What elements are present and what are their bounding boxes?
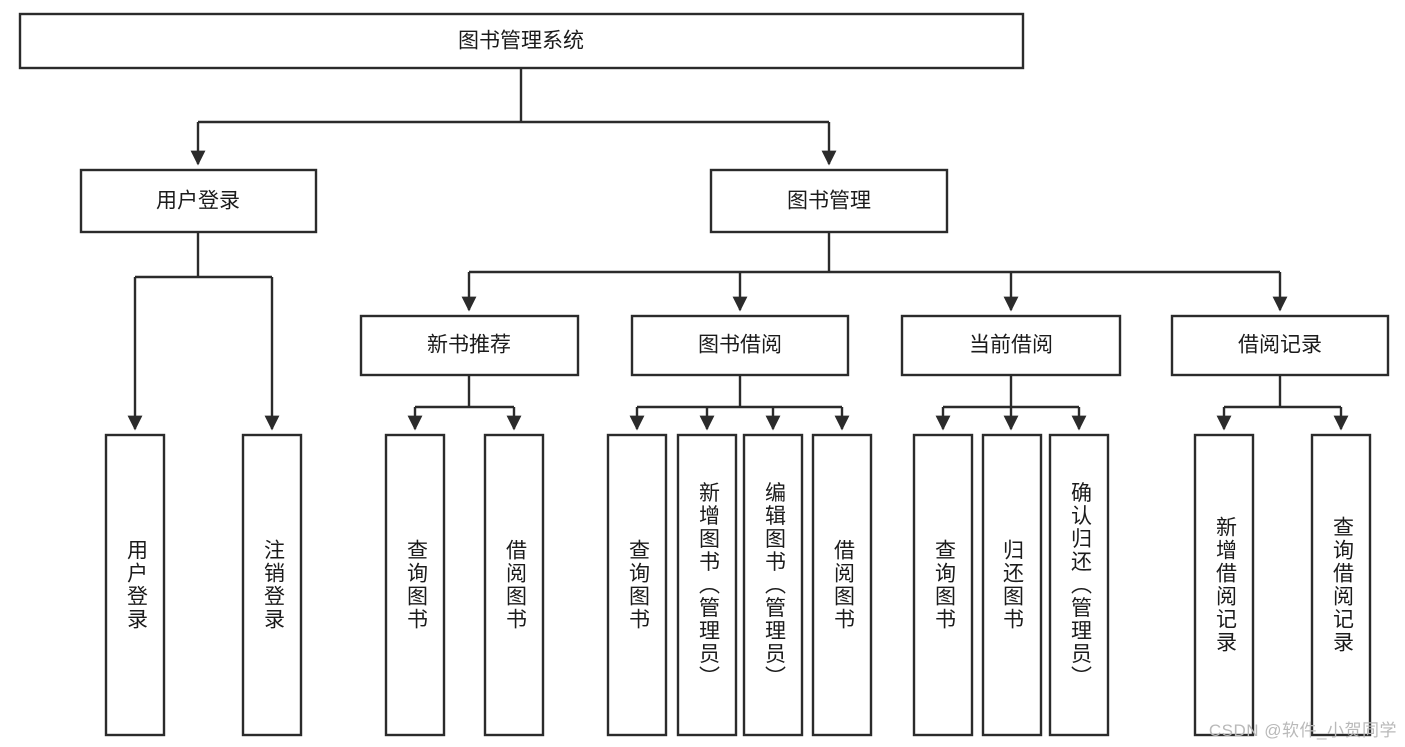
node-book-borrow-label: 图书借阅 (698, 334, 782, 357)
leaf-borrow-records-1[interactable]: 新增借阅记录 (1193, 433, 1255, 737)
leaf-user-login-1[interactable]: 用户登录 (104, 433, 166, 737)
leaf-book-borrow-1-label: 查询图书 (626, 539, 650, 631)
leaf-book-borrow-1-box[interactable] (606, 433, 668, 737)
leaf-current-borrow-2-box[interactable] (981, 433, 1043, 737)
leaf-user-login-2-box[interactable] (241, 433, 303, 737)
node-borrow-records-label: 借阅记录 (1238, 334, 1322, 357)
node-root-box[interactable] (18, 12, 1025, 70)
leaf-new-book-2[interactable]: 借阅图书 (483, 433, 545, 737)
leaf-current-borrow-3-label: 确认归还（管理员） (1068, 482, 1092, 689)
node-book-borrow[interactable]: 图书借阅 (630, 314, 850, 377)
leaf-book-borrow-3-label: 编辑图书（管理员） (762, 482, 786, 689)
leaf-borrow-records-2-box[interactable] (1310, 433, 1372, 737)
leaf-user-login-2-label: 注销登录 (261, 539, 285, 631)
leaf-new-book-1-label: 查询图书 (404, 539, 428, 631)
leaf-new-book-1[interactable]: 查询图书 (384, 433, 446, 737)
node-borrow-records[interactable]: 借阅记录 (1170, 314, 1390, 377)
connector-group-book-manage (461, 232, 1288, 312)
node-user-login-label: 用户登录 (156, 190, 240, 213)
leaf-current-borrow-1-box[interactable] (912, 433, 974, 737)
leaf-current-borrow-1-label: 查询图书 (932, 539, 956, 631)
leaf-current-borrow-3[interactable]: 确认归还（管理员） (1048, 433, 1110, 737)
connector-group-book-borrow (629, 375, 850, 431)
leaf-current-borrow-2[interactable]: 归还图书 (981, 433, 1043, 737)
leaf-borrow-records-1-box[interactable] (1193, 433, 1255, 737)
node-book-manage-label: 图书管理 (787, 190, 871, 213)
node-root[interactable]: 图书管理系统 (18, 12, 1025, 70)
leaf-current-borrow-3-box[interactable] (1048, 433, 1110, 737)
leaf-user-login-2[interactable]: 注销登录 (241, 433, 303, 737)
node-book-manage-box[interactable] (709, 168, 949, 234)
leaf-book-borrow-3[interactable]: 编辑图书（管理员） (742, 433, 804, 737)
leaf-borrow-records-2[interactable]: 查询借阅记录 (1310, 433, 1372, 737)
node-root-label: 图书管理系统 (458, 30, 584, 53)
csdn-watermark: CSDN @软件_小贺同学 (1208, 721, 1397, 740)
node-user-login[interactable]: 用户登录 (79, 168, 318, 234)
leaf-borrow-records-2-label: 查询借阅记录 (1330, 516, 1354, 654)
connector-group-root (190, 68, 837, 166)
leaf-book-borrow-4[interactable]: 借阅图书 (811, 433, 873, 737)
node-user-login-box[interactable] (79, 168, 318, 234)
node-book-manage[interactable]: 图书管理 (709, 168, 949, 234)
leaf-book-borrow-3-box[interactable] (742, 433, 804, 737)
node-new-book-recommend[interactable]: 新书推荐 (359, 314, 580, 377)
leaf-book-borrow-4-box[interactable] (811, 433, 873, 737)
connector-group-borrow-records (1216, 375, 1349, 431)
connector-group-new-book (407, 375, 522, 431)
leaf-book-borrow-2-box[interactable] (676, 433, 738, 737)
leaf-current-borrow-1[interactable]: 查询图书 (912, 433, 974, 737)
leaf-borrow-records-1-label: 新增借阅记录 (1213, 516, 1237, 654)
leaf-user-login-1-box[interactable] (104, 433, 166, 737)
node-current-borrow-label: 当前借阅 (969, 334, 1053, 357)
leaf-new-book-1-box[interactable] (384, 433, 446, 737)
leaf-book-borrow-2[interactable]: 新增图书（管理员） (676, 433, 738, 737)
node-current-borrow-box[interactable] (900, 314, 1122, 377)
leaf-book-borrow-4-label: 借阅图书 (831, 539, 855, 631)
leaf-new-book-2-label: 借阅图书 (503, 539, 527, 631)
node-new-book-recommend-label: 新书推荐 (427, 334, 511, 357)
connector-group-user-login (127, 232, 280, 431)
connector-group-current-borrow (935, 375, 1087, 431)
leaf-book-borrow-1[interactable]: 查询图书 (606, 433, 668, 737)
node-current-borrow[interactable]: 当前借阅 (900, 314, 1122, 377)
node-book-borrow-box[interactable] (630, 314, 850, 377)
leaf-new-book-2-box[interactable] (483, 433, 545, 737)
node-borrow-records-box[interactable] (1170, 314, 1390, 377)
leaf-book-borrow-2-label: 新增图书（管理员） (696, 482, 720, 689)
node-new-book-recommend-box[interactable] (359, 314, 580, 377)
leaf-user-login-1-label: 用户登录 (124, 539, 148, 631)
leaf-current-borrow-2-label: 归还图书 (1000, 539, 1024, 631)
